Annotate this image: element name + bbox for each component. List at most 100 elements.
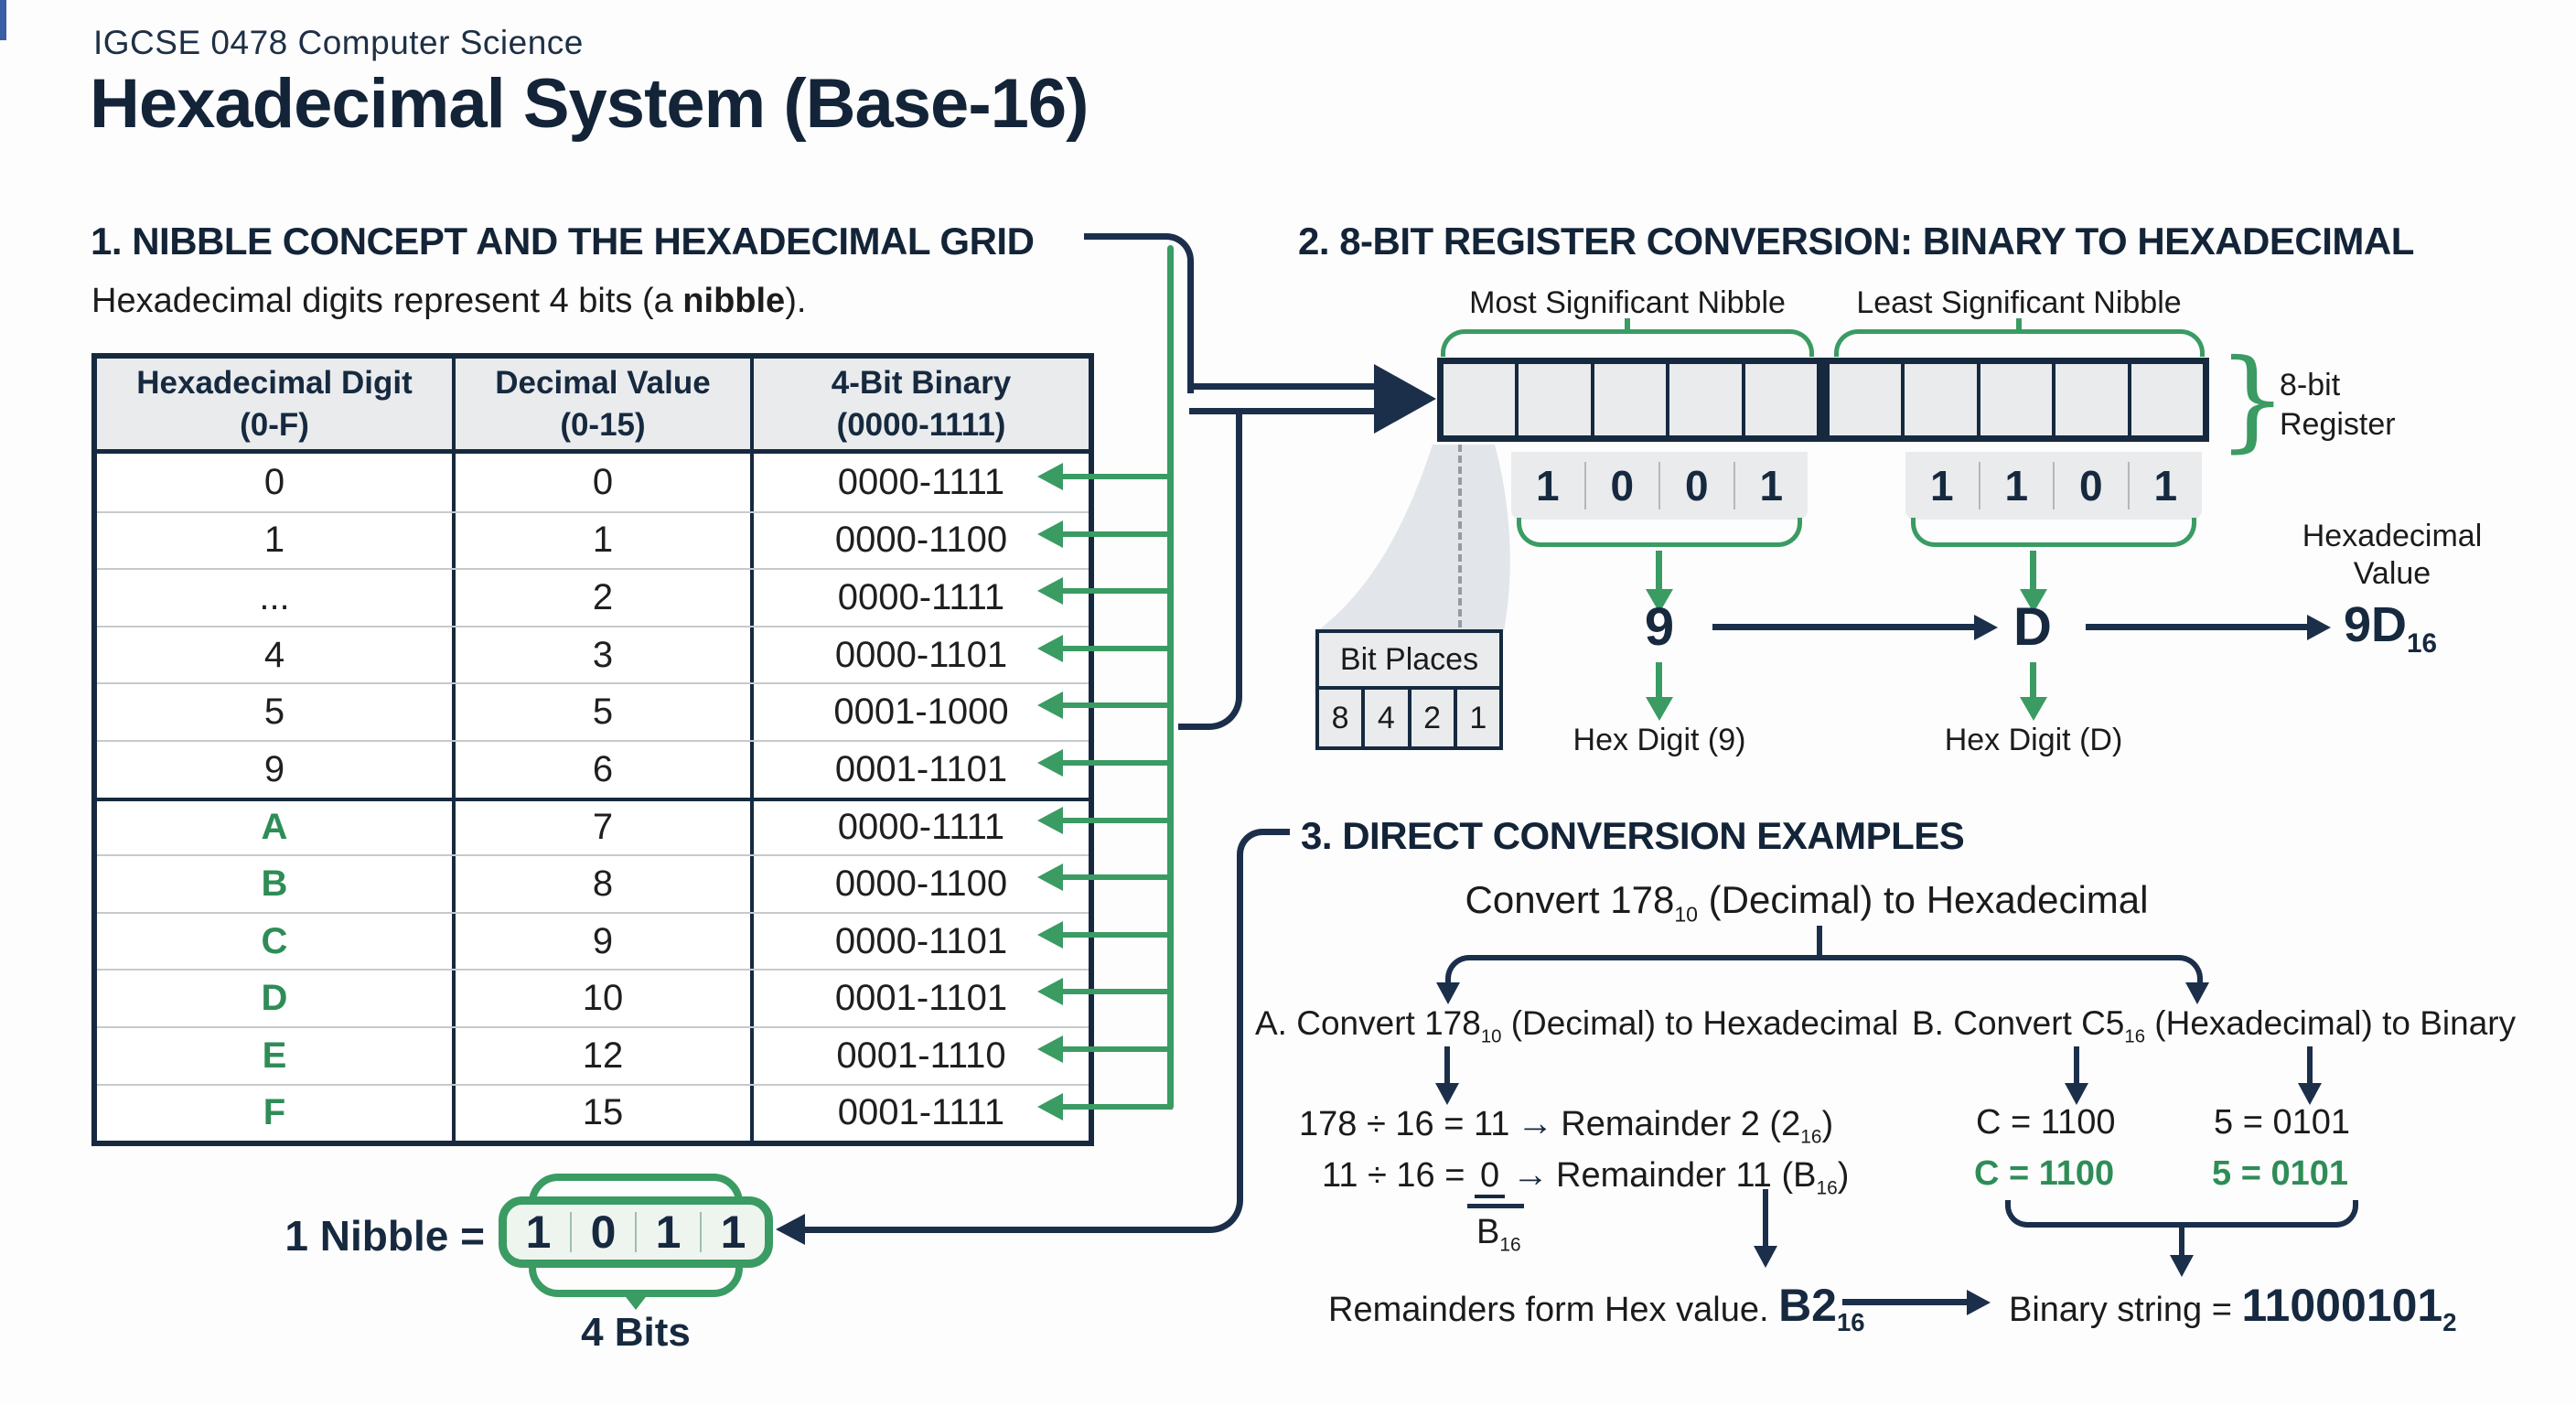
connector-s3-to-nibble — [789, 858, 1243, 1233]
register-cell — [1744, 364, 1830, 435]
connector-title-vertical — [1187, 273, 1194, 393]
row-arrow-shaft-9 — [1061, 989, 1173, 995]
cell-hex-3: 4 — [97, 627, 456, 683]
header-dec-line2: (0-15) — [560, 406, 646, 443]
eight-bit-register — [1437, 358, 2209, 442]
a-step2: 11 ÷ 16 = 0→Remainder 11 (B16) — [1322, 1154, 1849, 1200]
a-step2-eq-pre: 11 ÷ 16 = — [1322, 1156, 1475, 1195]
register-cell — [1594, 364, 1670, 435]
cell-dec-8: 9 — [456, 913, 754, 970]
lsn-bit-group-0: 1 — [1905, 462, 1980, 509]
connector-s3-hook — [1237, 829, 1290, 865]
section3-title: 3. DIRECT CONVERSION EXAMPLES — [1301, 814, 1965, 857]
cell-bin-7: 0000-1100 — [834, 863, 1008, 904]
arrow-d-to-result-shaft — [2086, 624, 2309, 630]
subtitle-nibble: nibble — [682, 282, 786, 320]
lsn-underbrace — [1911, 518, 2196, 547]
row-arrow-shaft-7 — [1061, 874, 1173, 881]
lsn-overbrace-notch — [2016, 318, 2022, 331]
branch-left-arrow-head — [1436, 982, 1460, 1004]
b-row2-c: C = 1100 — [1974, 1154, 2115, 1193]
header-bin-line2: (0000-1111) — [836, 406, 1006, 443]
register-right-brace: } — [2217, 337, 2288, 464]
cell-hex-7: B — [97, 856, 456, 912]
a-down-arrow-shaft — [1444, 1046, 1450, 1083]
funnel-shape — [1317, 445, 1510, 631]
cell-bin-2: 0000-1111 — [837, 576, 1005, 617]
nibble-bracket-notch — [623, 1293, 649, 1310]
b-arrow2-head — [2298, 1083, 2322, 1105]
lsn-down-arrow-head — [2020, 589, 2047, 613]
cell-dec-0: 0 — [456, 454, 754, 511]
under-zero-sub: 16 — [1499, 1234, 1521, 1256]
lsn-bit-group-2: 0 — [2055, 462, 2130, 509]
cell-bin-5: 0001-1101 — [834, 748, 1008, 789]
cell-bin-4: 0001-1000 — [833, 692, 1009, 733]
example-b-heading: B. Convert C516 (Hexadecimal) to Binary — [1912, 1004, 2516, 1047]
header-bin-line1: 4-Bit Binary — [831, 365, 1012, 401]
row-arrow-head-8 — [1037, 920, 1063, 949]
b-row1-c: C = 1100 — [1976, 1103, 2116, 1142]
a-result-sub: 16 — [1837, 1308, 1865, 1336]
row-arrow-head-4 — [1037, 692, 1063, 720]
cell-bin-0: 0000-1111 — [837, 461, 1005, 502]
cell-dec-5: 6 — [456, 741, 754, 798]
cell-dec-7: 8 — [456, 856, 754, 912]
cell-hex-10: E — [97, 1027, 456, 1084]
cell-bin-6: 0000-1111 — [837, 807, 1005, 848]
row-arrow-head-1 — [1037, 520, 1063, 548]
msn-bit-group-2: 0 — [1660, 462, 1735, 509]
msn-bit-group-3: 1 — [1759, 462, 1784, 509]
cell-hex-11: F — [97, 1085, 456, 1142]
a-step2-rem-pre: Remainder 11 (B — [1556, 1156, 1817, 1195]
cell-dec-9: 10 — [456, 971, 754, 1026]
msn-caption-arrow-shaft — [1656, 662, 1662, 697]
lsn-bit-group-1: 1 — [1980, 462, 2055, 509]
bit-places-cells-0: 8 — [1319, 690, 1366, 746]
row-arrow-head-5 — [1037, 749, 1063, 777]
row-arrow-head-7 — [1037, 863, 1063, 892]
a-heading-sub: 10 — [1480, 1026, 1502, 1047]
branch-right-arrow-head — [2185, 982, 2209, 1004]
b-merge-arrow-head — [2170, 1255, 2194, 1277]
cell-bin-10: 0001-1110 — [836, 1035, 1006, 1076]
row-arrow-head-0 — [1037, 463, 1063, 490]
nibble-bit-box-2: 1 — [637, 1207, 702, 1258]
hex-value-label-line2: Value — [2353, 555, 2431, 591]
register-cell — [1980, 364, 2056, 435]
arrow-9-to-d-head — [1974, 615, 1998, 640]
cell-dec-1: 1 — [456, 512, 754, 569]
section1-title: 1. NIBBLE CONCEPT AND THE HEXADECIMAL GR… — [91, 220, 1035, 263]
cell-bin-8: 0000-1101 — [834, 920, 1008, 961]
b-heading-sub: 16 — [2124, 1026, 2146, 1047]
register-arrow-shaft — [1189, 383, 1377, 414]
a-result-line: Remainders form Hex value. B216 — [1328, 1279, 1865, 1337]
under-zero-main: B — [1476, 1213, 1500, 1251]
cell-hex-9: D — [97, 971, 456, 1026]
branch-bar — [1445, 955, 2203, 986]
row-arrow-shaft-6 — [1061, 817, 1173, 823]
prompt-pre: Convert 178 — [1465, 878, 1675, 921]
b-arrow1-head — [2065, 1083, 2088, 1105]
row-arrow-head-3 — [1037, 634, 1063, 662]
row-arrow-shaft-4 — [1061, 702, 1173, 709]
section2-title: 2. 8-BIT REGISTER CONVERSION: BINARY TO … — [1298, 220, 2414, 263]
register-dashed-line — [1458, 445, 1462, 627]
a-result-arrow-head — [1754, 1246, 1777, 1268]
a-result-main: B2 — [1778, 1280, 1837, 1331]
nibble-caption: 4 Bits — [581, 1310, 691, 1355]
hex-value-label-line1: Hexadecimal — [2302, 519, 2483, 553]
row-arrow-shaft-0 — [1061, 474, 1173, 479]
register-arrow-head — [1374, 364, 1436, 434]
b-merge-arrow-shaft — [2179, 1228, 2184, 1255]
bit-places-cells-1: 4 — [1365, 690, 1411, 746]
